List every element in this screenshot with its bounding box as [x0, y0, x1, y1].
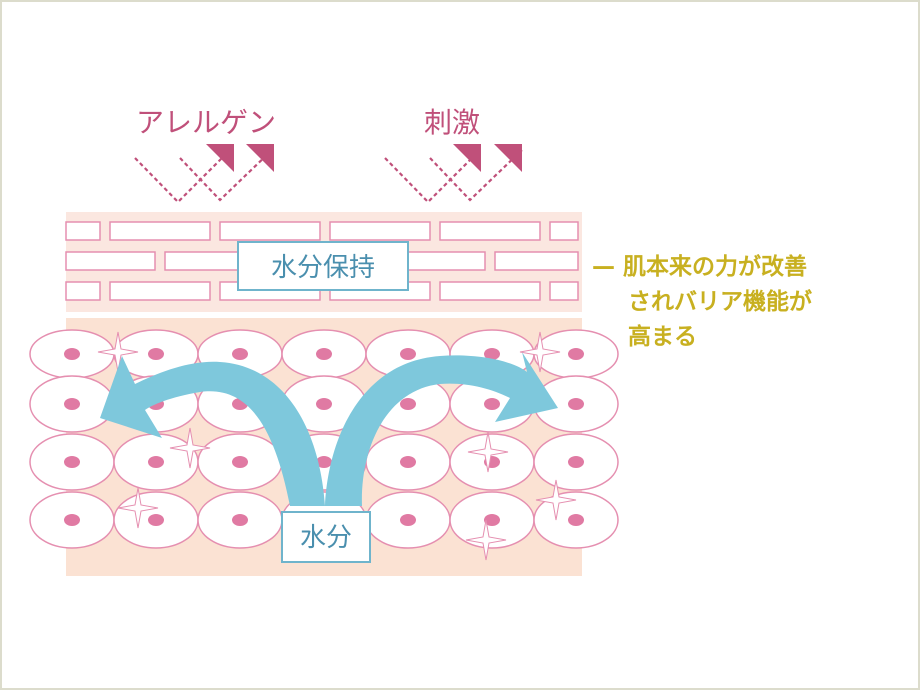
cell-nucleus	[484, 514, 500, 526]
moisture-retention-label: 水分保持	[271, 253, 375, 283]
cell-nucleus	[316, 398, 332, 410]
cell-nucleus	[64, 398, 80, 410]
moisture-arrow-right	[325, 352, 558, 506]
cell-nucleus	[232, 348, 248, 360]
allergen-arrow-group	[134, 144, 274, 204]
cell-nucleus	[64, 456, 80, 468]
cell-nucleus	[316, 348, 332, 360]
irritant-arrow-group	[384, 144, 523, 204]
cell-nucleus	[148, 456, 164, 468]
brick	[65, 221, 101, 241]
irritant-label: 刺激	[424, 106, 480, 139]
sparkle-icon	[465, 519, 507, 561]
moisture-label: 水分	[300, 523, 352, 553]
cell-nucleus	[400, 514, 416, 526]
sparkle-icons	[97, 331, 577, 561]
barrier-text-line1: — 肌本来の力が改善	[592, 253, 807, 280]
cell-nucleus	[568, 456, 584, 468]
allergen-label: アレルゲン	[136, 106, 276, 139]
sparkle-icon	[169, 427, 211, 469]
brick	[65, 251, 156, 271]
cell-nucleus	[568, 348, 584, 360]
barrier-text-line3: 高まる	[628, 323, 697, 350]
brick	[439, 281, 541, 301]
brick	[549, 221, 579, 241]
barrier-text-line2: されバリア機能が	[628, 288, 812, 315]
cell-nucleus	[568, 514, 584, 526]
brick	[439, 221, 541, 241]
brick	[219, 221, 321, 241]
moisture-arrows	[100, 352, 558, 506]
sparkle-icon	[519, 331, 561, 373]
brick	[494, 251, 579, 271]
brick	[109, 221, 211, 241]
cell-nucleus	[148, 348, 164, 360]
cell-nucleus	[400, 348, 416, 360]
sparkle-icon	[535, 479, 577, 521]
cell-nucleus	[484, 348, 500, 360]
stratum-corneum-layer	[65, 212, 582, 312]
moisture-arrow-left	[100, 356, 325, 506]
cell-nucleus	[400, 456, 416, 468]
cell-nucleus	[316, 456, 332, 468]
sparkle-icon	[117, 487, 159, 529]
cell-nucleus	[400, 398, 416, 410]
cell-nucleus	[64, 348, 80, 360]
brick	[65, 281, 101, 301]
cell-nucleus	[232, 514, 248, 526]
cell-nucleus	[148, 514, 164, 526]
sparkle-icon	[467, 431, 509, 473]
brick	[549, 281, 579, 301]
cell-nucleus	[64, 514, 80, 526]
brick	[109, 281, 211, 301]
cell-nucleus	[568, 398, 584, 410]
moisture-retention-box: 水分保持	[237, 241, 409, 291]
moisture-box: 水分	[281, 511, 371, 563]
cell-nucleus	[232, 456, 248, 468]
barrier-improvement-callout: — 肌本来の力が改善 されバリア機能が 高まる	[592, 253, 812, 350]
brick	[329, 221, 431, 241]
cell-nucleus	[484, 398, 500, 410]
